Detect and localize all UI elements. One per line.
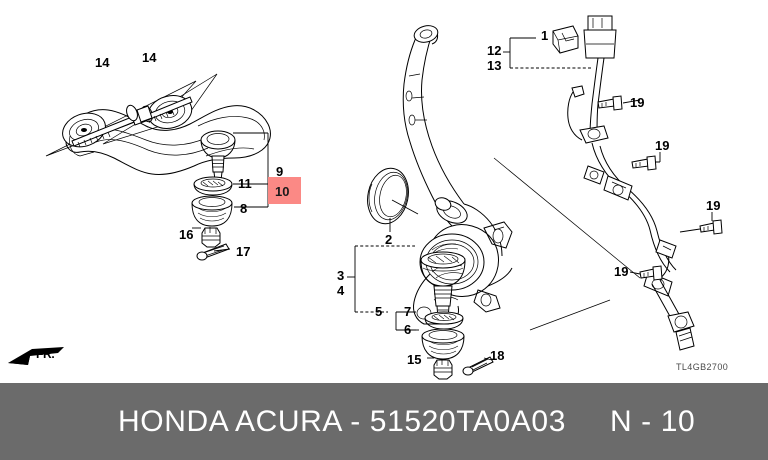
highlight-box-part-10: [268, 177, 301, 204]
callout-19-a: 19: [630, 95, 645, 110]
callout-14-left: 14: [95, 55, 110, 70]
ball-joint-washer-lower: [424, 311, 464, 330]
callout-13: 13: [487, 58, 502, 73]
sensor-connector: [583, 15, 617, 59]
flange-bolt-19d: [639, 265, 663, 281]
callout-3: 3: [337, 268, 345, 283]
callout-19-d: 19: [614, 264, 629, 279]
sensor-clip: [552, 25, 579, 54]
ball-joint-washer: [193, 176, 233, 196]
flange-bolt-19c: [699, 219, 723, 235]
exploded-parts-diagram: .ln{fill:none;stroke:#000;stroke-width:1…: [45, 15, 723, 380]
callout-9: 9: [276, 164, 284, 179]
callout-11: 11: [238, 176, 252, 191]
drawing-number-watermark: TL4GB2700: [676, 362, 729, 372]
callout-1: 1: [541, 28, 549, 43]
brake-splash-guard: [367, 167, 409, 225]
upper-control-arm-assembly: [45, 73, 271, 261]
castle-nut-lower: [433, 359, 453, 380]
abs-wheel-speed-sensor: [493, 15, 723, 351]
flange-bolt-19a: [597, 95, 623, 111]
ball-joint-boot-upper: [191, 195, 233, 227]
callout-19-b: 19: [655, 138, 670, 153]
flange-bolt-right: [126, 96, 193, 124]
castle-nut-upper: [201, 227, 221, 248]
callout-15: 15: [407, 352, 422, 367]
callout-12: 12: [487, 43, 502, 58]
callout-2: 2: [385, 232, 393, 247]
callout-5: 5: [375, 304, 383, 319]
front-arrow-icon: [8, 347, 64, 365]
footer-content: HONDA ACURA - 51520TA0A03 N - 10: [0, 405, 768, 439]
part-title: HONDA ACURA - 51520TA0A03: [118, 404, 566, 438]
flange-bolt-19b: [631, 155, 657, 171]
lower-ball-joint-assembly: [347, 245, 494, 380]
front-label: FR.: [36, 347, 55, 361]
callout-6: 6: [404, 322, 412, 337]
callout-14-right: 14: [142, 50, 157, 65]
callout-17: 17: [236, 244, 251, 259]
callout-10: 10: [275, 184, 290, 199]
callout-8: 8: [240, 201, 248, 216]
cotter-pin-lower: [462, 356, 494, 376]
page-reference: N - 10: [609, 404, 696, 438]
callout-16: 16: [179, 227, 194, 242]
callout-19-c: 19: [706, 198, 721, 213]
ball-joint-boot-lower: [421, 328, 465, 360]
callout-18: 18: [490, 348, 505, 363]
callout-7: 7: [404, 304, 412, 319]
footer-bar: HONDA ACURA - 51520TA0A03 N - 10: [0, 383, 768, 460]
callout-4: 4: [337, 283, 345, 298]
lower-ball-joint: [420, 251, 466, 319]
diagram-svg: .ln{fill:none;stroke:#000;stroke-width:1…: [45, 15, 723, 380]
